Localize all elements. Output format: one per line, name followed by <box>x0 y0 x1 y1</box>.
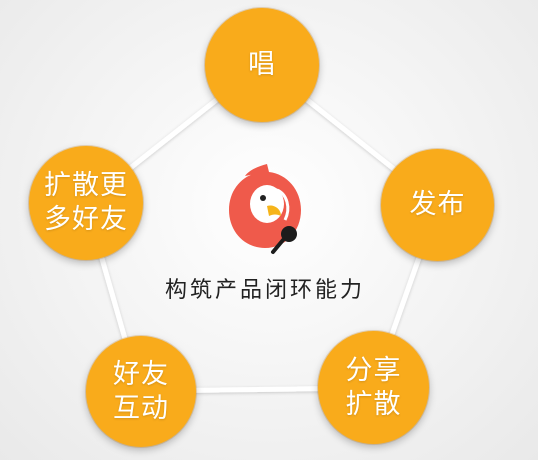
node-publish: 发布 <box>381 149 494 261</box>
parrot-microphone-icon <box>229 164 301 254</box>
node-sing: 唱 <box>205 8 319 122</box>
center-caption: 构筑产品闭环能力 <box>164 278 365 303</box>
node-share-label: 分享 扩散 <box>345 354 402 420</box>
node-expand-label: 扩散更 多好友 <box>44 170 128 235</box>
node-expand: 扩散更 多好友 <box>29 146 143 260</box>
node-publish-label: 发布 <box>409 189 466 220</box>
node-share: 分享 扩散 <box>318 331 429 444</box>
node-interact: 好友 互动 <box>86 336 196 447</box>
node-sing-label: 唱 <box>248 49 276 80</box>
node-interact-label: 好友 互动 <box>113 358 169 424</box>
